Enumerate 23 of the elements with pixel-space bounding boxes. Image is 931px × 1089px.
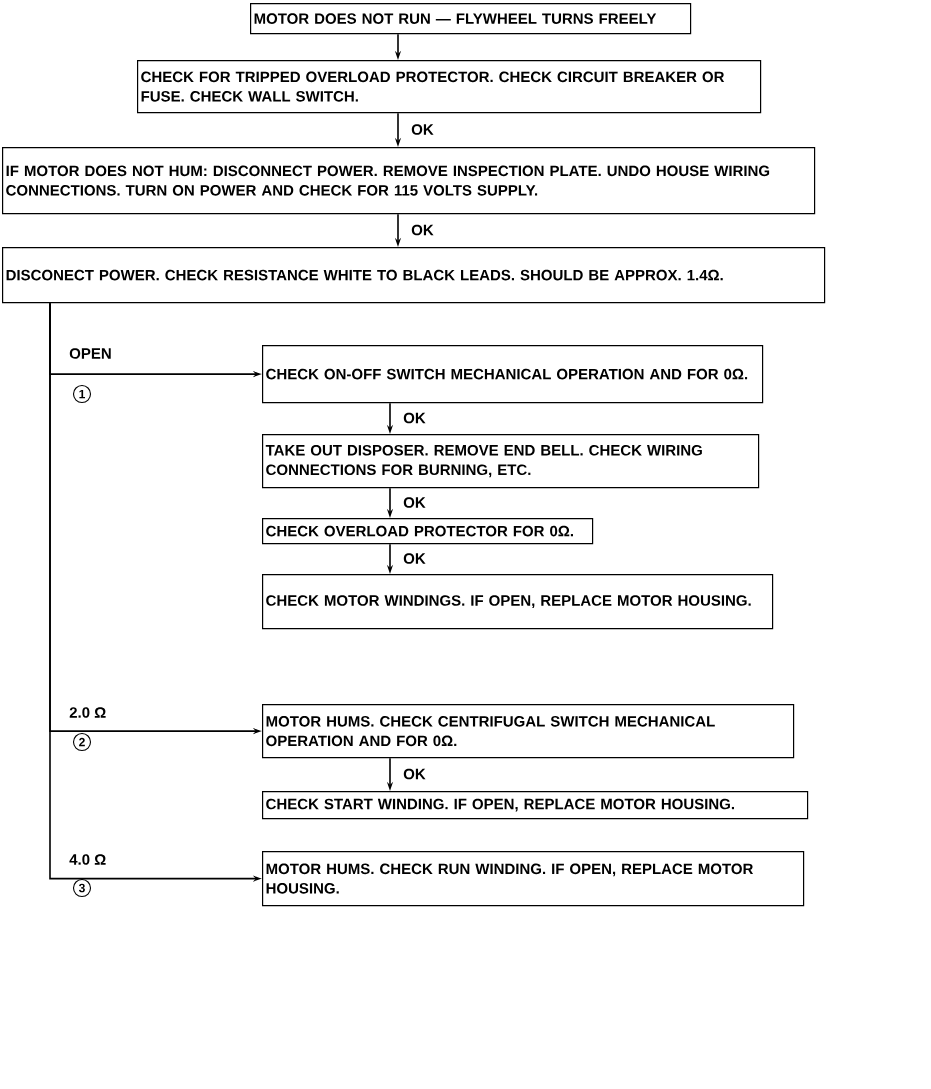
callout-number: 3 <box>72 878 92 898</box>
edge-label: OK <box>403 412 426 424</box>
process-box: CHECK OVERLOAD PROTECTOR FOR 0Ω. <box>262 518 594 545</box>
edge-label: OK <box>403 497 426 508</box>
callout-number: 1 <box>72 384 92 404</box>
process-box: CHECK START WINDING. IF OPEN, REPLACE MOTOR HOUSING. <box>262 791 809 820</box>
process-box: CHECK FOR TRIPPED OVERLOAD PROTECTOR. CHECK CIRCUIT BREAKER OR FUSE. CHECK WALL SWITCH. <box>137 60 762 114</box>
process-box: CHECK ON-OFF SWITCH MECHANICAL OPERATION AND FOR 0Ω. <box>262 345 764 404</box>
callout-number: 2 <box>72 732 92 752</box>
process-box: IF MOTOR DOES NOT HUM: DISCONNECT POWER. REMOVE INSPECTION PLATE. UNDO HOUSE WIRING CONNECTIONS. TURN ON POWER AND CHECK FOR 115 VOLTS SUPPLY. <box>2 147 816 215</box>
edge-label: 4.0 Ω <box>69 854 106 865</box>
process-box: DISCONECT POWER. CHECK RESISTANCE WHITE TO BLACK LEADS. SHOULD BE APPROX. 1.4Ω. <box>2 247 826 304</box>
process-box: MOTOR DOES NOT RUN — FLYWHEEL TURNS FREELY <box>250 3 692 35</box>
process-box: MOTOR HUMS. CHECK RUN WINDING. IF OPEN, REPLACE MOTOR HOUSING. <box>262 851 805 907</box>
edge-label: OPEN <box>69 348 111 359</box>
process-box: MOTOR HUMS. CHECK CENTRIFUGAL SWITCH MECHANICAL OPERATION AND FOR 0Ω. <box>262 704 795 759</box>
process-box: CHECK MOTOR WINDINGS. IF OPEN, REPLACE MOTOR HOUSING. <box>262 574 774 630</box>
edge-label: 2.0 Ω <box>69 707 106 718</box>
process-box: TAKE OUT DISPOSER. REMOVE END BELL. CHECK WIRING CONNECTIONS FOR BURNING, ETC. <box>262 434 760 489</box>
edge-label: OK <box>411 224 434 236</box>
edge-label: OK <box>403 553 426 564</box>
edge-label: OK <box>403 768 426 780</box>
edge-label: OK <box>411 124 434 135</box>
